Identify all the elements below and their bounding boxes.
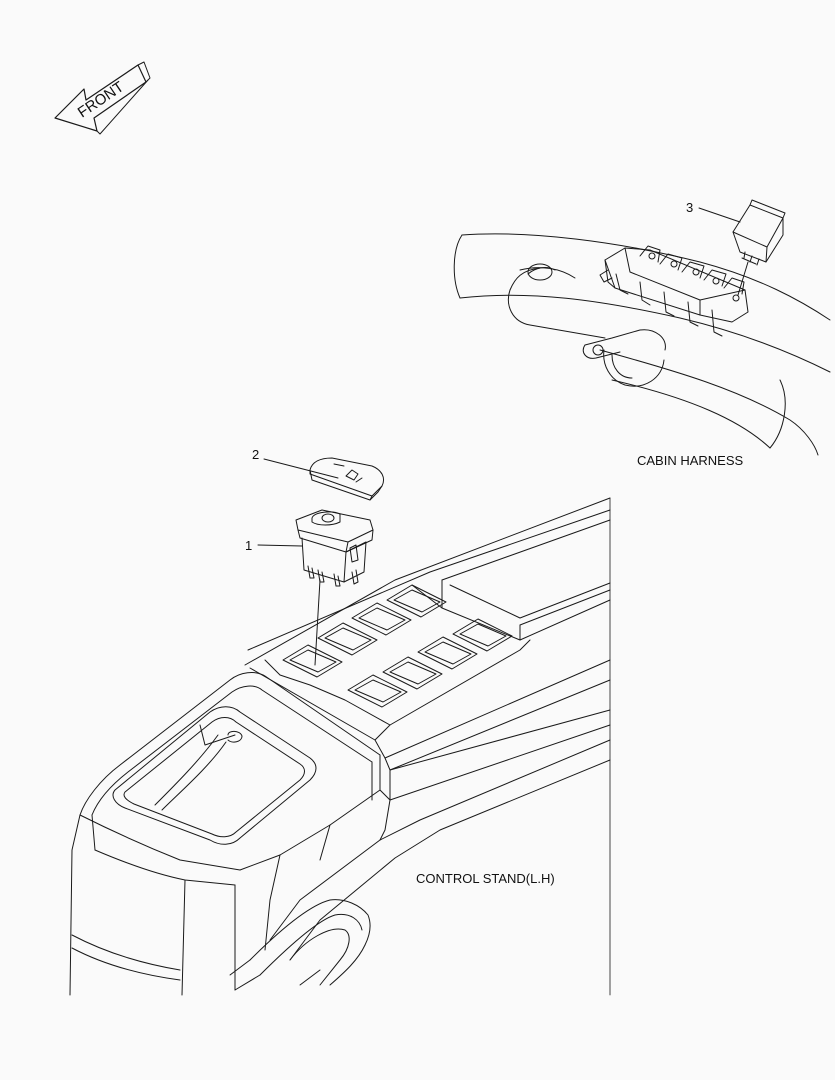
callout-leader-3 (698, 207, 741, 223)
control-stand-label: CONTROL STAND(L.H) (416, 871, 555, 886)
callout-leader-1 (257, 544, 303, 547)
front-arrow-icon: FRONT (54, 61, 151, 135)
control-stand-drawing (69, 497, 611, 996)
cabin-harness-drawing (453, 199, 831, 456)
callout-number-1: 1 (245, 538, 253, 553)
callout-number-3: 3 (686, 200, 694, 215)
switch-cap-drawing (263, 457, 385, 501)
cabin-harness-label: CABIN HARNESS (637, 453, 744, 468)
rocker-switch-drawing (257, 509, 374, 666)
callout-leader-2 (263, 458, 339, 479)
callout-number-2: 2 (252, 447, 260, 462)
